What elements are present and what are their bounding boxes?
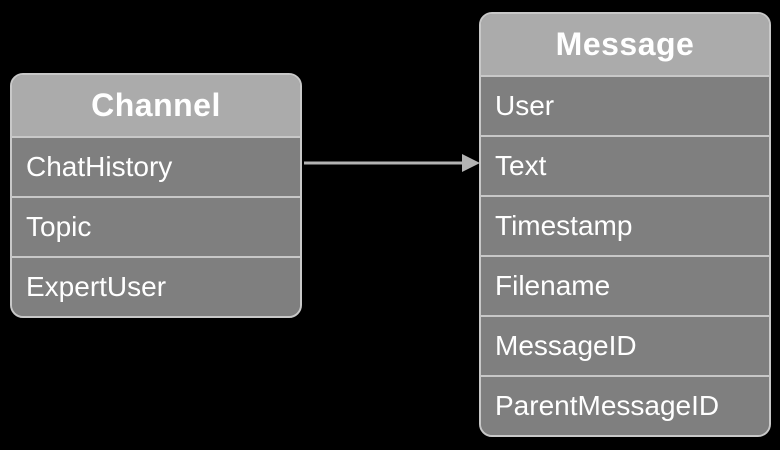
entity-message-title: Message (481, 14, 769, 75)
entity-channel-field-topic: Topic (12, 196, 300, 256)
entity-channel-title: Channel (12, 75, 300, 136)
entity-message-field-timestamp: Timestamp (481, 195, 769, 255)
entity-message-field-parentmessageid: ParentMessageID (481, 375, 769, 435)
relationship-arrow (304, 154, 480, 172)
entity-channel-field-chathistory: ChatHistory (12, 136, 300, 196)
entity-message: Message User Text Timestamp Filename Mes… (479, 12, 771, 437)
entity-channel-field-expertuser: ExpertUser (12, 256, 300, 316)
entity-message-field-messageid: MessageID (481, 315, 769, 375)
entity-message-field-filename: Filename (481, 255, 769, 315)
entity-message-field-text: Text (481, 135, 769, 195)
arrow-head-icon (462, 154, 480, 172)
entity-channel: Channel ChatHistory Topic ExpertUser (10, 73, 302, 318)
entity-message-field-user: User (481, 75, 769, 135)
